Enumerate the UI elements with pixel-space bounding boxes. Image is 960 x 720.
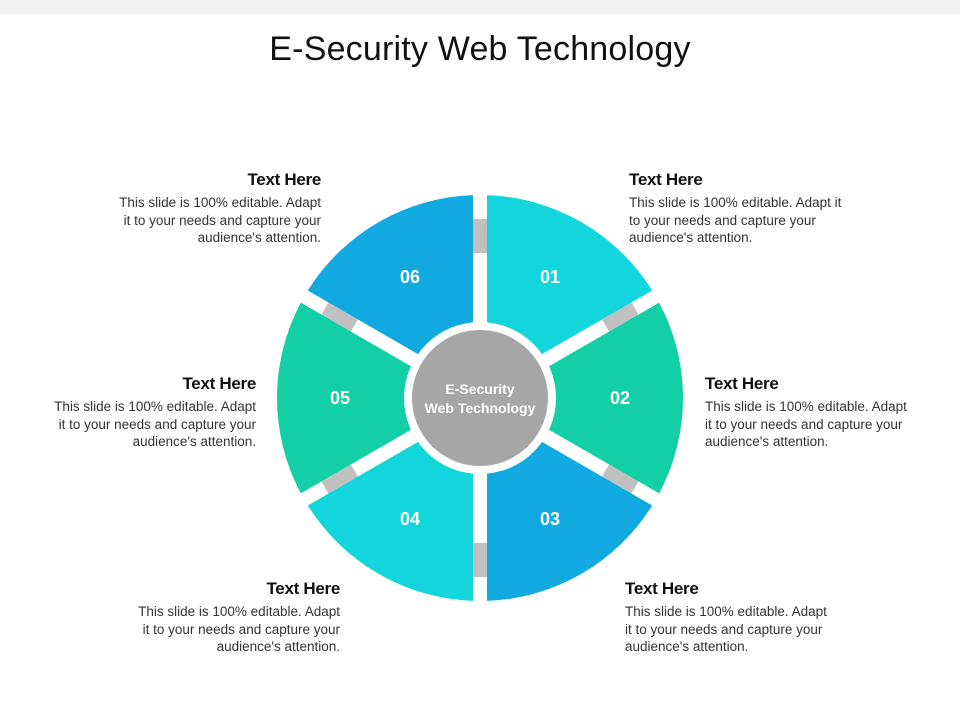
text-line: This slide is 100% editable. Adapt it	[629, 195, 842, 210]
wheel-segment-04	[307, 439, 474, 601]
wheel-segment-05	[276, 302, 415, 494]
segment-connector	[473, 219, 487, 253]
text-line: audience's attention.	[132, 434, 256, 449]
text-block-03: Text Here This slide is 100% editable. A…	[625, 579, 855, 656]
segment-connector	[602, 464, 639, 494]
hub: E-Security Web Technology	[404, 322, 556, 474]
text-line: This slide is 100% editable. Adapt	[625, 604, 827, 619]
text-block-heading: Text Here	[182, 374, 256, 393]
wheel-segment-06	[307, 195, 474, 357]
wheel-segment-01	[486, 195, 653, 357]
text-line: it to your needs and capture your	[142, 621, 340, 637]
segment-connector	[602, 302, 639, 332]
text-block-heading: Text Here	[705, 374, 779, 393]
segment-number-04: 04	[400, 509, 420, 529]
page-title: E-Security Web Technology	[269, 30, 691, 68]
text-line: it to your needs and capture your	[625, 621, 823, 637]
text-block-heading: Text Here	[266, 579, 340, 598]
text-line: This slide is 100% editable. Adapt	[138, 604, 340, 619]
text-line: audience's attention.	[625, 639, 749, 654]
text-line: audience's attention.	[629, 230, 753, 245]
text-block-body: This slide is 100% editable. Adapt it to…	[110, 603, 340, 656]
text-line: This slide is 100% editable. Adapt	[119, 195, 321, 210]
text-line: audience's attention.	[197, 230, 321, 245]
wheel-segment-03	[486, 439, 653, 601]
text-line: audience's attention.	[216, 639, 340, 654]
text-block-heading: Text Here	[629, 170, 703, 189]
segment-connector	[321, 464, 358, 494]
text-line: audience's attention.	[705, 434, 829, 449]
text-line: it to your needs and capture your	[123, 212, 321, 228]
segment-number-03: 03	[540, 509, 560, 529]
text-block-heading: Text Here	[625, 579, 699, 598]
text-line: it to your needs and capture your	[58, 416, 256, 432]
hub-label-line1: E-Security	[445, 381, 514, 397]
text-block-body: This slide is 100% editable. Adapt it to…	[705, 398, 935, 451]
text-block-04: Text Here This slide is 100% editable. A…	[110, 579, 340, 656]
text-line: This slide is 100% editable. Adapt	[705, 399, 907, 414]
segment-connector	[473, 543, 487, 577]
text-block-06: Text Here This slide is 100% editable. A…	[91, 170, 321, 247]
segment-number-06: 06	[400, 267, 420, 287]
segment-connector	[321, 302, 358, 332]
text-block-02: Text Here This slide is 100% editable. A…	[705, 374, 935, 451]
text-line: This slide is 100% editable. Adapt	[54, 399, 256, 414]
text-line: it to your needs and capture your	[705, 416, 903, 432]
text-block-body: This slide is 100% editable. Adapt it to…	[625, 603, 855, 656]
segment-number-02: 02	[610, 388, 630, 408]
segment-number-01: 01	[540, 267, 560, 287]
text-line: to your needs and capture your	[629, 212, 816, 228]
hub-label-line2: Web Technology	[425, 400, 536, 416]
segment-number-05: 05	[330, 388, 350, 408]
wheel-segment-02	[545, 302, 683, 494]
hub-circle	[412, 330, 548, 466]
text-block-body: This slide is 100% editable. Adapt it to…	[26, 398, 256, 451]
text-block-01: Text Here This slide is 100% editable. A…	[629, 170, 859, 247]
top-bar	[0, 0, 960, 14]
text-block-heading: Text Here	[247, 170, 321, 189]
text-block-body: This slide is 100% editable. Adapt it to…	[629, 194, 859, 247]
text-block-05: Text Here This slide is 100% editable. A…	[26, 374, 256, 451]
text-block-body: This slide is 100% editable. Adapt it to…	[91, 194, 321, 247]
